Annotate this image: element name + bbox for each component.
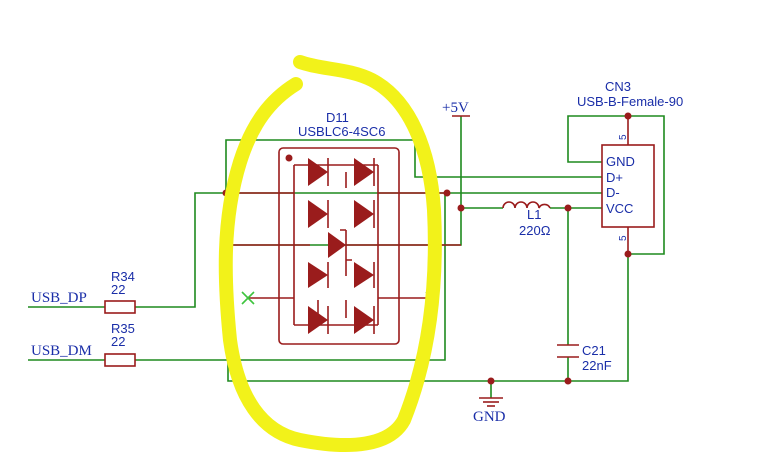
diode-icon — [308, 158, 328, 186]
resistor-r34: R34 22 — [104, 269, 136, 314]
d11-ref: D11 — [326, 110, 349, 125]
l1-ref: L1 — [527, 207, 541, 222]
capacitor-c21: C21 22nF — [557, 343, 612, 373]
ic-d11: D11 USBLC6-4SC6 — [226, 110, 461, 345]
r35-value: 22 — [111, 334, 125, 349]
cn3-ref: CN3 — [605, 79, 631, 94]
d11-value: USBLC6-4SC6 — [298, 124, 385, 139]
junction-dot — [457, 204, 465, 212]
inductor-l1: L1 220Ω — [502, 201, 551, 238]
diode-icon — [354, 262, 374, 288]
ground-symbol: GND — [473, 397, 506, 425]
diode-icon — [354, 158, 374, 186]
cn3-shield-pin-bottom: 5 — [618, 235, 629, 241]
l1-value: 220Ω — [519, 223, 551, 238]
cn3-pin-vcc: VCC — [606, 201, 633, 216]
r34-value: 22 — [111, 282, 125, 297]
c21-value: 22nF — [582, 358, 612, 373]
diode-icon — [308, 262, 328, 288]
cn3-shield-pin-top: 5 — [618, 134, 629, 140]
diode-icon — [308, 200, 328, 228]
cn3-pin-gnd: GND — [606, 154, 635, 169]
net-label-vcc: +5V — [442, 100, 469, 116]
net-label-usb-dm: USB_DM — [31, 343, 92, 359]
junction-dot — [564, 377, 572, 385]
pin1-marker — [285, 154, 293, 162]
highlight-annotation — [218, 55, 442, 452]
resistor-r35: R35 22 — [104, 321, 136, 367]
cn3-pin-dplus: D+ — [606, 170, 623, 185]
vcc-symbol: +5V — [442, 100, 470, 117]
junction-dot — [487, 377, 495, 385]
diode-icon — [308, 306, 328, 334]
connector-cn3: CN3 USB-B-Female-90 5 5 GND D+ D- VCC — [577, 79, 683, 254]
no-connect-icon — [241, 291, 255, 305]
cn3-value: USB-B-Female-90 — [577, 94, 683, 109]
diode-icon — [354, 200, 374, 228]
c21-ref: C21 — [582, 343, 606, 358]
net-label-usb-dp: USB_DP — [31, 290, 87, 306]
net-label-gnd: GND — [473, 409, 506, 425]
zener-diode-icon — [328, 232, 346, 258]
r34-ref: R34 — [111, 269, 135, 284]
diode-icon — [354, 306, 374, 334]
r35-ref: R35 — [111, 321, 135, 336]
junction-dot — [564, 204, 572, 212]
cn3-pin-dminus: D- — [606, 185, 620, 200]
